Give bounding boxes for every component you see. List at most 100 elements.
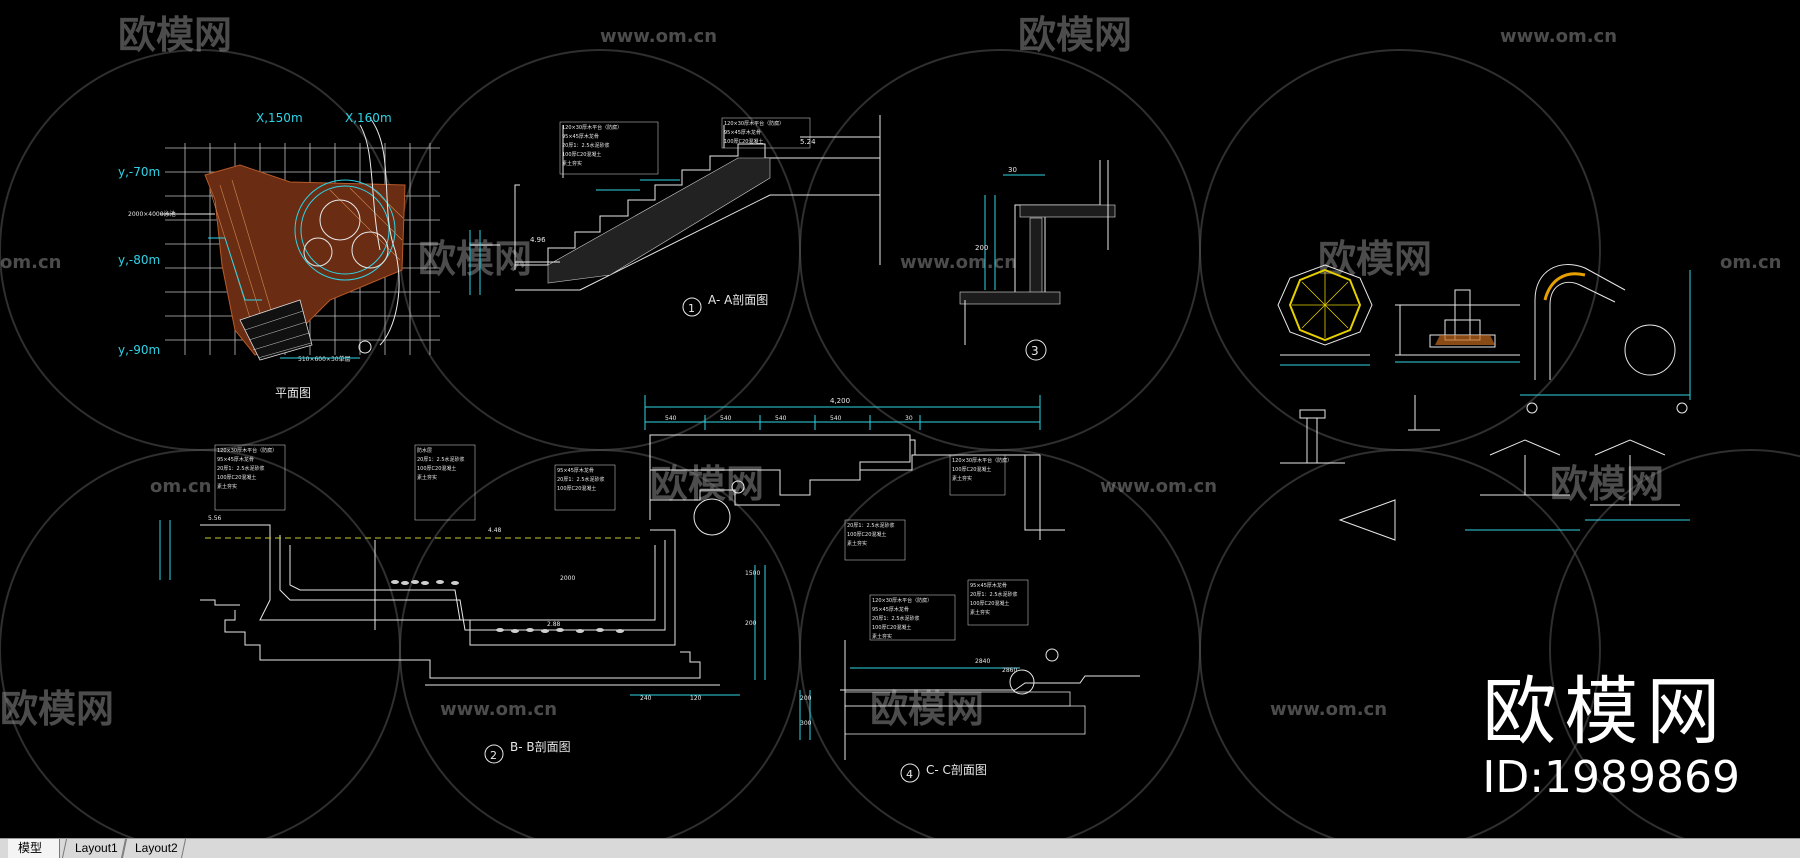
watermark-layer: 欧模网 欧模网 www.om.cn www.om.cn om.cn 欧模网 ww… [0, 13, 1800, 838]
svg-text:240: 240 [640, 695, 652, 702]
svg-text:20厚1：2.5水泥砂浆: 20厚1：2.5水泥砂浆 [970, 591, 1018, 598]
svg-text:120×30厚木平台（防腐）: 120×30厚木平台（防腐） [562, 124, 622, 131]
umbrella-plan [1288, 268, 1362, 342]
section-number: 4 [906, 768, 913, 781]
detail-3[interactable]: 200 30 3 [959, 160, 1116, 361]
stair-profile [515, 143, 880, 266]
svg-text:100厚C20混凝土: 100厚C20混凝土 [952, 466, 991, 473]
brand-logo: 欧模网 [1482, 669, 1729, 755]
bb-stair [650, 489, 780, 506]
svg-text:120×30厚木平台（防腐）: 120×30厚木平台（防腐） [217, 447, 277, 454]
tab-layout2-label: Layout2 [135, 841, 178, 855]
tab-layout1[interactable]: Layout1 [61, 839, 127, 858]
svg-text:95×45厚木龙骨: 95×45厚木龙骨 [724, 129, 761, 136]
svg-text:5.24: 5.24 [800, 138, 816, 146]
svg-text:素土夯实: 素土夯实 [562, 160, 582, 167]
svg-text:300: 300 [800, 720, 812, 727]
svg-text:20厚1：2.5水泥砂浆: 20厚1：2.5水泥砂浆 [217, 465, 265, 472]
callout-marker [1045, 648, 1059, 662]
svg-text:30: 30 [905, 415, 913, 422]
section-number: 1 [688, 302, 695, 315]
section-aa[interactable]: 120×30厚木平台（防腐） 95×45厚木龙骨 20厚1：2.5水泥砂浆 10… [469, 115, 881, 317]
svg-text:素土夯实: 素土夯实 [970, 609, 990, 616]
svg-text:1500: 1500 [745, 570, 760, 577]
svg-text:2000: 2000 [560, 575, 575, 582]
section-cc[interactable]: 2840 2860 200 300 120×30厚木平台（防腐） 95×45厚木… [799, 579, 1140, 783]
svg-text:95×45厚木龙骨: 95×45厚木龙骨 [970, 582, 1007, 589]
svg-text:20厚1：2.5水泥砂浆: 20厚1：2.5水泥砂浆 [872, 615, 920, 622]
umbrella-elevation [1489, 439, 1561, 456]
section-title: C- C剖面图 [926, 763, 987, 777]
svg-text:4,200: 4,200 [830, 397, 850, 405]
arch-accent [1543, 272, 1586, 301]
svg-text:2840: 2840 [975, 658, 990, 665]
tab-model-label: 模型 [18, 841, 43, 855]
svg-text:5.56: 5.56 [208, 515, 222, 522]
section-number: 3 [1031, 344, 1039, 358]
callout-marker [358, 340, 372, 354]
svg-text:100厚C20混凝土: 100厚C20混凝土 [847, 531, 886, 538]
svg-text:100厚C20混凝土: 100厚C20混凝土 [217, 474, 256, 481]
wall-fill [1029, 217, 1043, 297]
svg-text:540: 540 [720, 415, 732, 422]
plan-note: 2000×4000泳池 [128, 210, 176, 218]
model-id: ID:1989869 [1482, 752, 1740, 803]
svg-text:素土夯实: 素土夯实 [847, 540, 867, 547]
pool-inner [300, 185, 390, 275]
svg-text:100厚C20混凝土: 100厚C20混凝土 [724, 138, 763, 145]
svg-text:200: 200 [800, 695, 812, 702]
svg-text:200: 200 [975, 244, 988, 252]
svg-text:100厚C20混凝土: 100厚C20混凝土 [562, 151, 601, 158]
watermark-brand: 欧模网 [650, 462, 764, 506]
plan-title: 平面图 [275, 386, 311, 400]
watermark-brand: 欧模网 [1318, 237, 1432, 281]
cc-detail-circle [1009, 669, 1035, 695]
cc-dimensions [799, 667, 1020, 740]
grating-area [239, 299, 313, 361]
arch-elevation [1549, 281, 1616, 380]
svg-text:200: 200 [745, 620, 757, 627]
cad-drawing-canvas[interactable]: 欧模网 欧模网 www.om.cn www.om.cn om.cn 欧模网 ww… [0, 0, 1800, 838]
svg-text:120×30厚木平台（防腐）: 120×30厚木平台（防腐） [724, 120, 784, 127]
svg-text:540: 540 [665, 415, 677, 422]
section-bb[interactable]: 4,200 540 540 540 540 30 [159, 395, 1065, 764]
aa-dimensions [469, 179, 680, 295]
detail-dimensions [984, 174, 1045, 290]
section-number-circle [1025, 339, 1047, 361]
tab-layout1-label: Layout1 [75, 841, 118, 855]
bb-side-dimensions [159, 520, 766, 696]
watermark-site: www.om.cn [600, 26, 717, 47]
watermark-site: www.om.cn [1100, 476, 1217, 497]
layout-tab-bar: 模型 Layout1 Layout2 [0, 838, 1800, 858]
cad-model-space[interactable]: 欧模网 欧模网 www.om.cn www.om.cn om.cn 欧模网 ww… [0, 0, 1800, 838]
arch-detail-circle [1624, 324, 1676, 376]
tab-model[interactable]: 模型 [8, 839, 60, 858]
pool-circle [294, 179, 396, 281]
watermark-brand: 欧模网 [118, 13, 232, 57]
grid-label-x: X,160m [345, 111, 392, 125]
svg-text:95×45厚木龙骨: 95×45厚木龙骨 [872, 606, 909, 613]
svg-text:4.96: 4.96 [530, 236, 546, 244]
plan-view[interactable]: X,150m X,160m y,-70m y,-80m y,-90m 2000×… [118, 111, 440, 400]
svg-text:2860: 2860 [1002, 667, 1017, 674]
umbrella-ribs [1292, 272, 1358, 338]
bb-stair [650, 440, 911, 496]
svg-text:4.48: 4.48 [488, 527, 502, 534]
fountain-base [1435, 335, 1495, 345]
svg-text:100厚C20混凝土: 100厚C20混凝土 [970, 600, 1009, 607]
grid-label-y: y,-70m [118, 165, 160, 179]
watermark-site: www.om.cn [1270, 699, 1387, 720]
tab-layout2[interactable]: Layout2 [121, 839, 187, 858]
section-number-circle [484, 744, 504, 764]
svg-text:100厚C20混凝土: 100厚C20混凝土 [872, 624, 911, 631]
umbrella-table [351, 231, 389, 269]
svg-text:20厚1：2.5水泥砂浆: 20厚1：2.5水泥砂浆 [417, 456, 465, 463]
svg-text:120: 120 [690, 695, 702, 702]
small-details[interactable] [1277, 264, 1691, 541]
svg-text:95×45厚木龙骨: 95×45厚木龙骨 [562, 133, 599, 140]
plan-boundary-curve [359, 124, 381, 251]
pebbles [391, 580, 624, 633]
watermark-site: www.om.cn [900, 252, 1017, 273]
svg-text:20厚1：2.5水泥砂浆: 20厚1：2.5水泥砂浆 [562, 142, 610, 149]
svg-text:95×45厚木龙骨: 95×45厚木龙骨 [217, 456, 254, 463]
